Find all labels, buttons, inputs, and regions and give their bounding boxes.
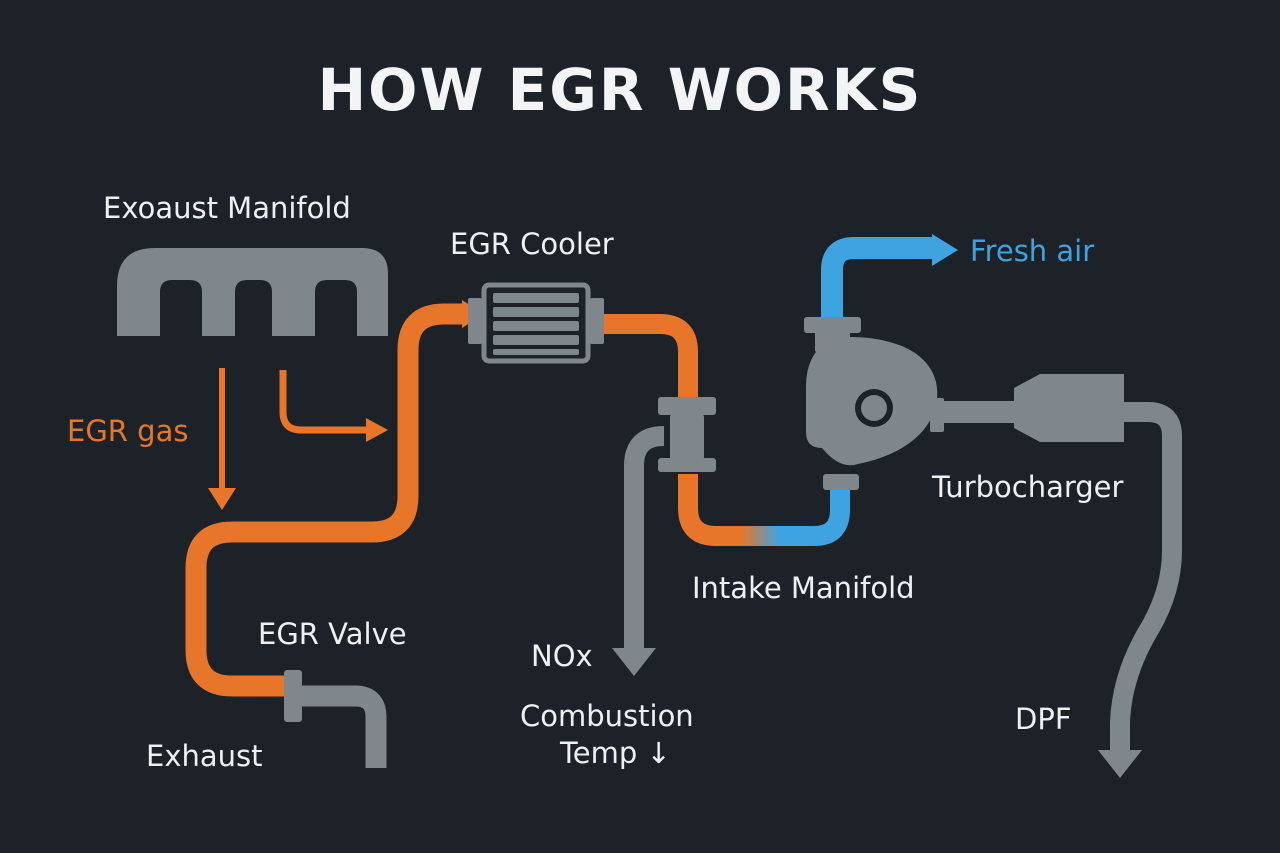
label-exhaust: Exhaust — [146, 739, 263, 773]
egr-gas-down-arrow — [208, 368, 236, 510]
label-nox: NOx — [531, 639, 593, 673]
label-egr-valve: EGR Valve — [258, 617, 407, 651]
label-combustion-temp: Temp ↓ — [560, 736, 671, 770]
label-exhaust-manifold: Exoaust Manifold — [103, 191, 351, 225]
intake-mix-pipe — [678, 474, 859, 546]
page-title: HOW EGR WORKS — [317, 56, 923, 124]
nox-pipe — [612, 426, 665, 676]
egr-cooler-icon — [468, 282, 604, 364]
exhaust-manifold-icon — [117, 248, 388, 336]
label-combustion: Combustion — [520, 699, 694, 733]
fresh-air-pipe — [821, 234, 958, 318]
label-fresh-air: Fresh air — [970, 234, 1095, 268]
egr-valve-icon — [284, 670, 387, 768]
label-turbocharger: Turbocharger — [932, 470, 1124, 504]
label-intake-manifold: Intake Manifold — [692, 571, 915, 605]
label-egr-gas: EGR gas — [67, 414, 189, 448]
egr-cooled-pipe — [604, 314, 698, 402]
turbo-exhaust-pipe — [940, 374, 1182, 778]
turbocharger-icon — [804, 317, 944, 466]
label-dpf: DPF — [1015, 702, 1072, 736]
tee-fitting-icon — [658, 397, 716, 472]
egr-gas-bent-arrow — [279, 370, 388, 442]
label-egr-cooler: EGR Cooler — [450, 227, 614, 261]
